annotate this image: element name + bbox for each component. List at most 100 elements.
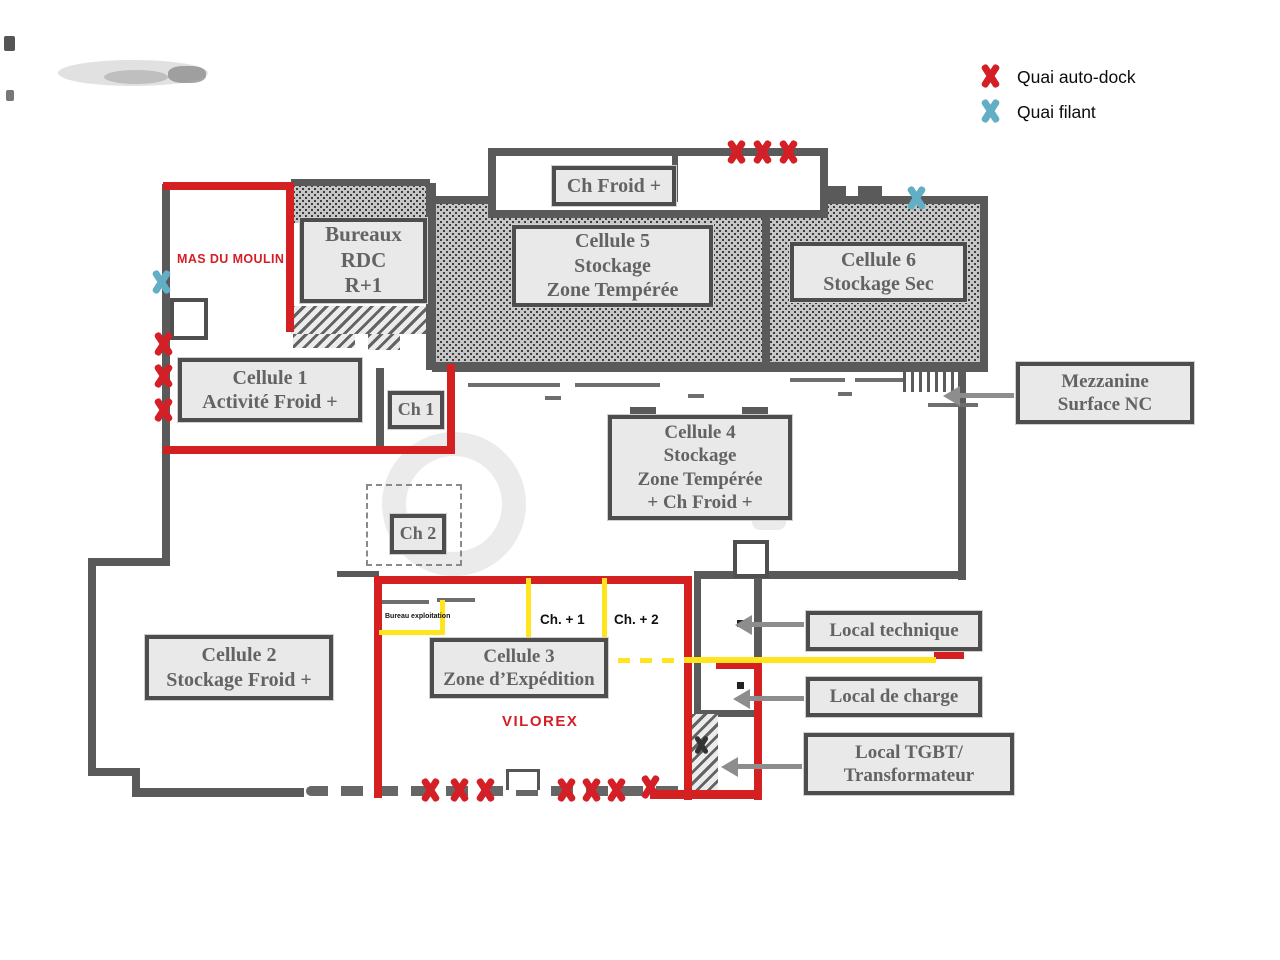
room-label-local-de-charge: Local de charge <box>806 677 982 717</box>
wall-segment <box>958 368 966 580</box>
quai-auto-dock-icon <box>153 364 173 388</box>
mezzanine-arrow <box>943 385 1014 406</box>
partition-line <box>684 657 936 663</box>
local-de-charge-arrow <box>733 688 804 709</box>
wall-segment <box>291 179 430 186</box>
partition-line <box>602 578 607 654</box>
label-ch-plus-2: Ch. + 2 <box>614 612 659 627</box>
wall-segment <box>762 200 770 366</box>
rack-line <box>790 378 845 382</box>
site-name-mas-du-moulin: MAS DU MOULIN <box>177 252 285 266</box>
rack-line <box>377 600 429 604</box>
wall-segment <box>426 183 436 370</box>
wall-segment <box>132 768 140 796</box>
quai-filant-icon <box>906 186 926 210</box>
small-room <box>733 540 769 578</box>
partition-line <box>379 630 445 635</box>
zone-boundary <box>447 364 455 454</box>
room-label-cellule3: Cellule 3 Zone d’Expédition <box>430 638 608 698</box>
quai-auto-dock-icon <box>153 398 173 422</box>
legend-quai-filant-label: Quai filant <box>1017 102 1096 122</box>
door-tab <box>684 195 700 203</box>
room-label-local-tgbt: Local TGBT/ Transformateur <box>804 733 1014 795</box>
zone-boundary <box>286 182 294 332</box>
ch2-enclosure <box>366 484 462 566</box>
quai-auto-dock-icon <box>752 140 772 164</box>
rack-line <box>575 383 660 387</box>
site-name-vilorex: VILOREX <box>502 713 579 730</box>
room-label-ch-froid: Ch Froid + <box>552 166 676 206</box>
wall-segment <box>88 768 140 776</box>
legend-quai-auto-dock-label: Quai auto-dock <box>1017 67 1136 87</box>
bureaux-lower-hatch <box>368 334 400 350</box>
wall-segment <box>828 186 846 196</box>
quai-filant-icon <box>151 270 171 294</box>
wall-segment <box>980 196 988 372</box>
wall-segment <box>132 788 304 797</box>
rack-line <box>468 383 560 387</box>
zone-boundary <box>934 650 964 659</box>
wall-segment <box>694 578 701 796</box>
zone-boundary <box>754 660 762 800</box>
zone-boundary <box>163 182 293 190</box>
quai-auto-dock-icon <box>475 778 495 802</box>
bureaux-lower-hatch <box>293 334 355 348</box>
room-label-cellule5: Cellule 5 Stockage Zone Tempérée <box>512 225 713 307</box>
transformer-symbol-icon <box>694 736 709 754</box>
bureaux-roof-hatch <box>291 183 430 223</box>
door-tab <box>706 195 718 203</box>
wall-segment <box>337 571 379 577</box>
rack-line <box>437 598 475 602</box>
room-label-cellule1: Cellule 1 Activité Froid + <box>178 358 362 422</box>
room-label-ch1: Ch 1 <box>388 391 444 429</box>
partition-line-dashed <box>530 658 686 663</box>
bureaux-lower-hatch <box>291 306 430 334</box>
zone-boundary <box>716 662 758 669</box>
room-label-local-technique: Local technique <box>806 611 982 651</box>
wall-segment <box>630 407 656 415</box>
scan-smudge <box>168 66 206 83</box>
room-label-bureaux: Bureaux RDC R+1 <box>300 218 427 303</box>
scan-smudge <box>6 90 14 101</box>
quai-auto-dock-icon <box>420 778 440 802</box>
room-label-cellule2: Cellule 2 Stockage Froid + <box>145 635 333 700</box>
quai-auto-dock-icon <box>606 778 626 802</box>
wall-segment <box>88 558 170 566</box>
zone-boundary <box>374 576 382 798</box>
door-hinge <box>737 682 744 689</box>
wall-segment <box>694 710 756 717</box>
dock-door <box>506 769 540 790</box>
room-label-cellule4: Cellule 4 Stockage Zone Tempérée + Ch Fr… <box>608 415 792 520</box>
dock-edge-dashes <box>306 786 692 796</box>
legend-quai-auto-dock-icon <box>980 64 1000 88</box>
zone-boundary <box>650 790 762 799</box>
wall-segment <box>88 558 96 776</box>
small-room <box>170 298 208 340</box>
wall-segment <box>742 407 768 415</box>
zone-boundary <box>684 576 692 800</box>
room-label-cellule6: Cellule 6 Stockage Sec <box>790 242 967 302</box>
quai-auto-dock-icon <box>449 778 469 802</box>
wall-segment <box>376 368 384 452</box>
wall-segment <box>858 186 882 196</box>
quai-auto-dock-icon <box>556 778 576 802</box>
quai-auto-dock-icon <box>640 775 660 799</box>
zone-boundary <box>163 446 455 454</box>
local-technique-arrow <box>735 614 804 635</box>
room-label-mezzanine: Mezzanine Surface NC <box>1016 362 1194 424</box>
partition-line <box>440 600 445 634</box>
scan-smudge <box>4 36 15 51</box>
scan-smudge <box>104 70 168 84</box>
quai-auto-dock-icon <box>581 778 601 802</box>
wall-segment <box>432 362 988 372</box>
rack-line <box>545 396 561 400</box>
label-ch-plus-1: Ch. + 1 <box>540 612 585 627</box>
legend-quai-filant-icon <box>980 99 1000 123</box>
rack-line <box>855 378 903 382</box>
quai-auto-dock-icon <box>726 140 746 164</box>
local-tgbt-arrow <box>721 756 802 777</box>
zone-boundary <box>374 576 692 584</box>
quai-auto-dock-icon <box>153 332 173 356</box>
partition-line <box>526 578 531 664</box>
